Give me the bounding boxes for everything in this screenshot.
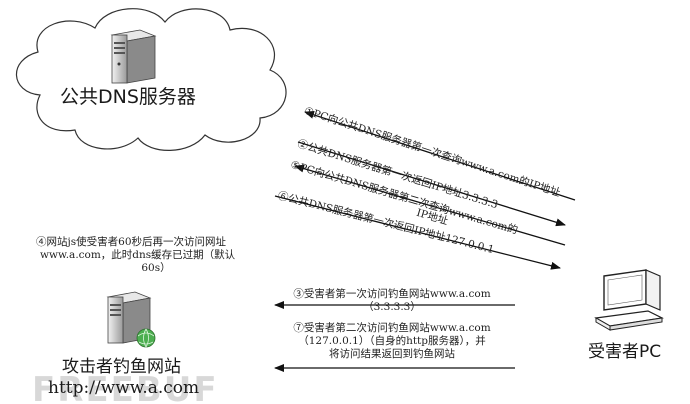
arrow-step-2 bbox=[297, 141, 566, 227]
step-3-line-2: （3.3.3.3） bbox=[363, 301, 421, 313]
step-7-note: ⑦受害者第二次访问钓鱼网站www.a.com （127.0.0.1）（自身的ht… bbox=[272, 322, 512, 361]
step-7-line-3: 将访问结果返回到钓鱼网站 bbox=[329, 348, 455, 360]
step-7-line-2: （127.0.0.1）（自身的http服务器），并 bbox=[298, 335, 486, 347]
pc-icon bbox=[594, 269, 664, 331]
dns-server-icon bbox=[110, 29, 157, 84]
watermark: FREEBUF bbox=[32, 370, 219, 404]
step-4-note: ④网站js使受害者60秒后再一次访问网址 www.a.com，此时dns缓存已过… bbox=[36, 236, 276, 275]
step-7-line-1: ⑦受害者第二次访问钓鱼网站www.a.com bbox=[293, 322, 491, 334]
arrow-step-1 bbox=[304, 110, 576, 201]
phishing-site-url: http://www.a.com bbox=[48, 378, 200, 398]
step-4-line-2: www.a.com，此时dns缓存已过期（默认 bbox=[40, 249, 236, 261]
step-3-line-1: ③受害者第一次访问钓鱼网站www.a.com bbox=[293, 288, 491, 300]
phishing-site-label: 攻击者钓鱼网站 bbox=[62, 357, 181, 377]
step-3-note: ③受害者第一次访问钓鱼网站www.a.com （3.3.3.3） bbox=[272, 288, 512, 314]
globe-icon bbox=[136, 328, 156, 348]
step-4-line-1: ④网站js使受害者60秒后再一次访问网址 bbox=[36, 236, 227, 248]
step-4-line-3: 60s） bbox=[141, 262, 171, 274]
arrow-step-6 bbox=[274, 195, 561, 270]
cloud-shape bbox=[15, 8, 287, 151]
arrow-step-5 bbox=[294, 164, 566, 246]
dns-server-label: 公共DNS服务器 bbox=[60, 86, 196, 108]
victim-pc-label: 受害者PC bbox=[588, 342, 662, 362]
